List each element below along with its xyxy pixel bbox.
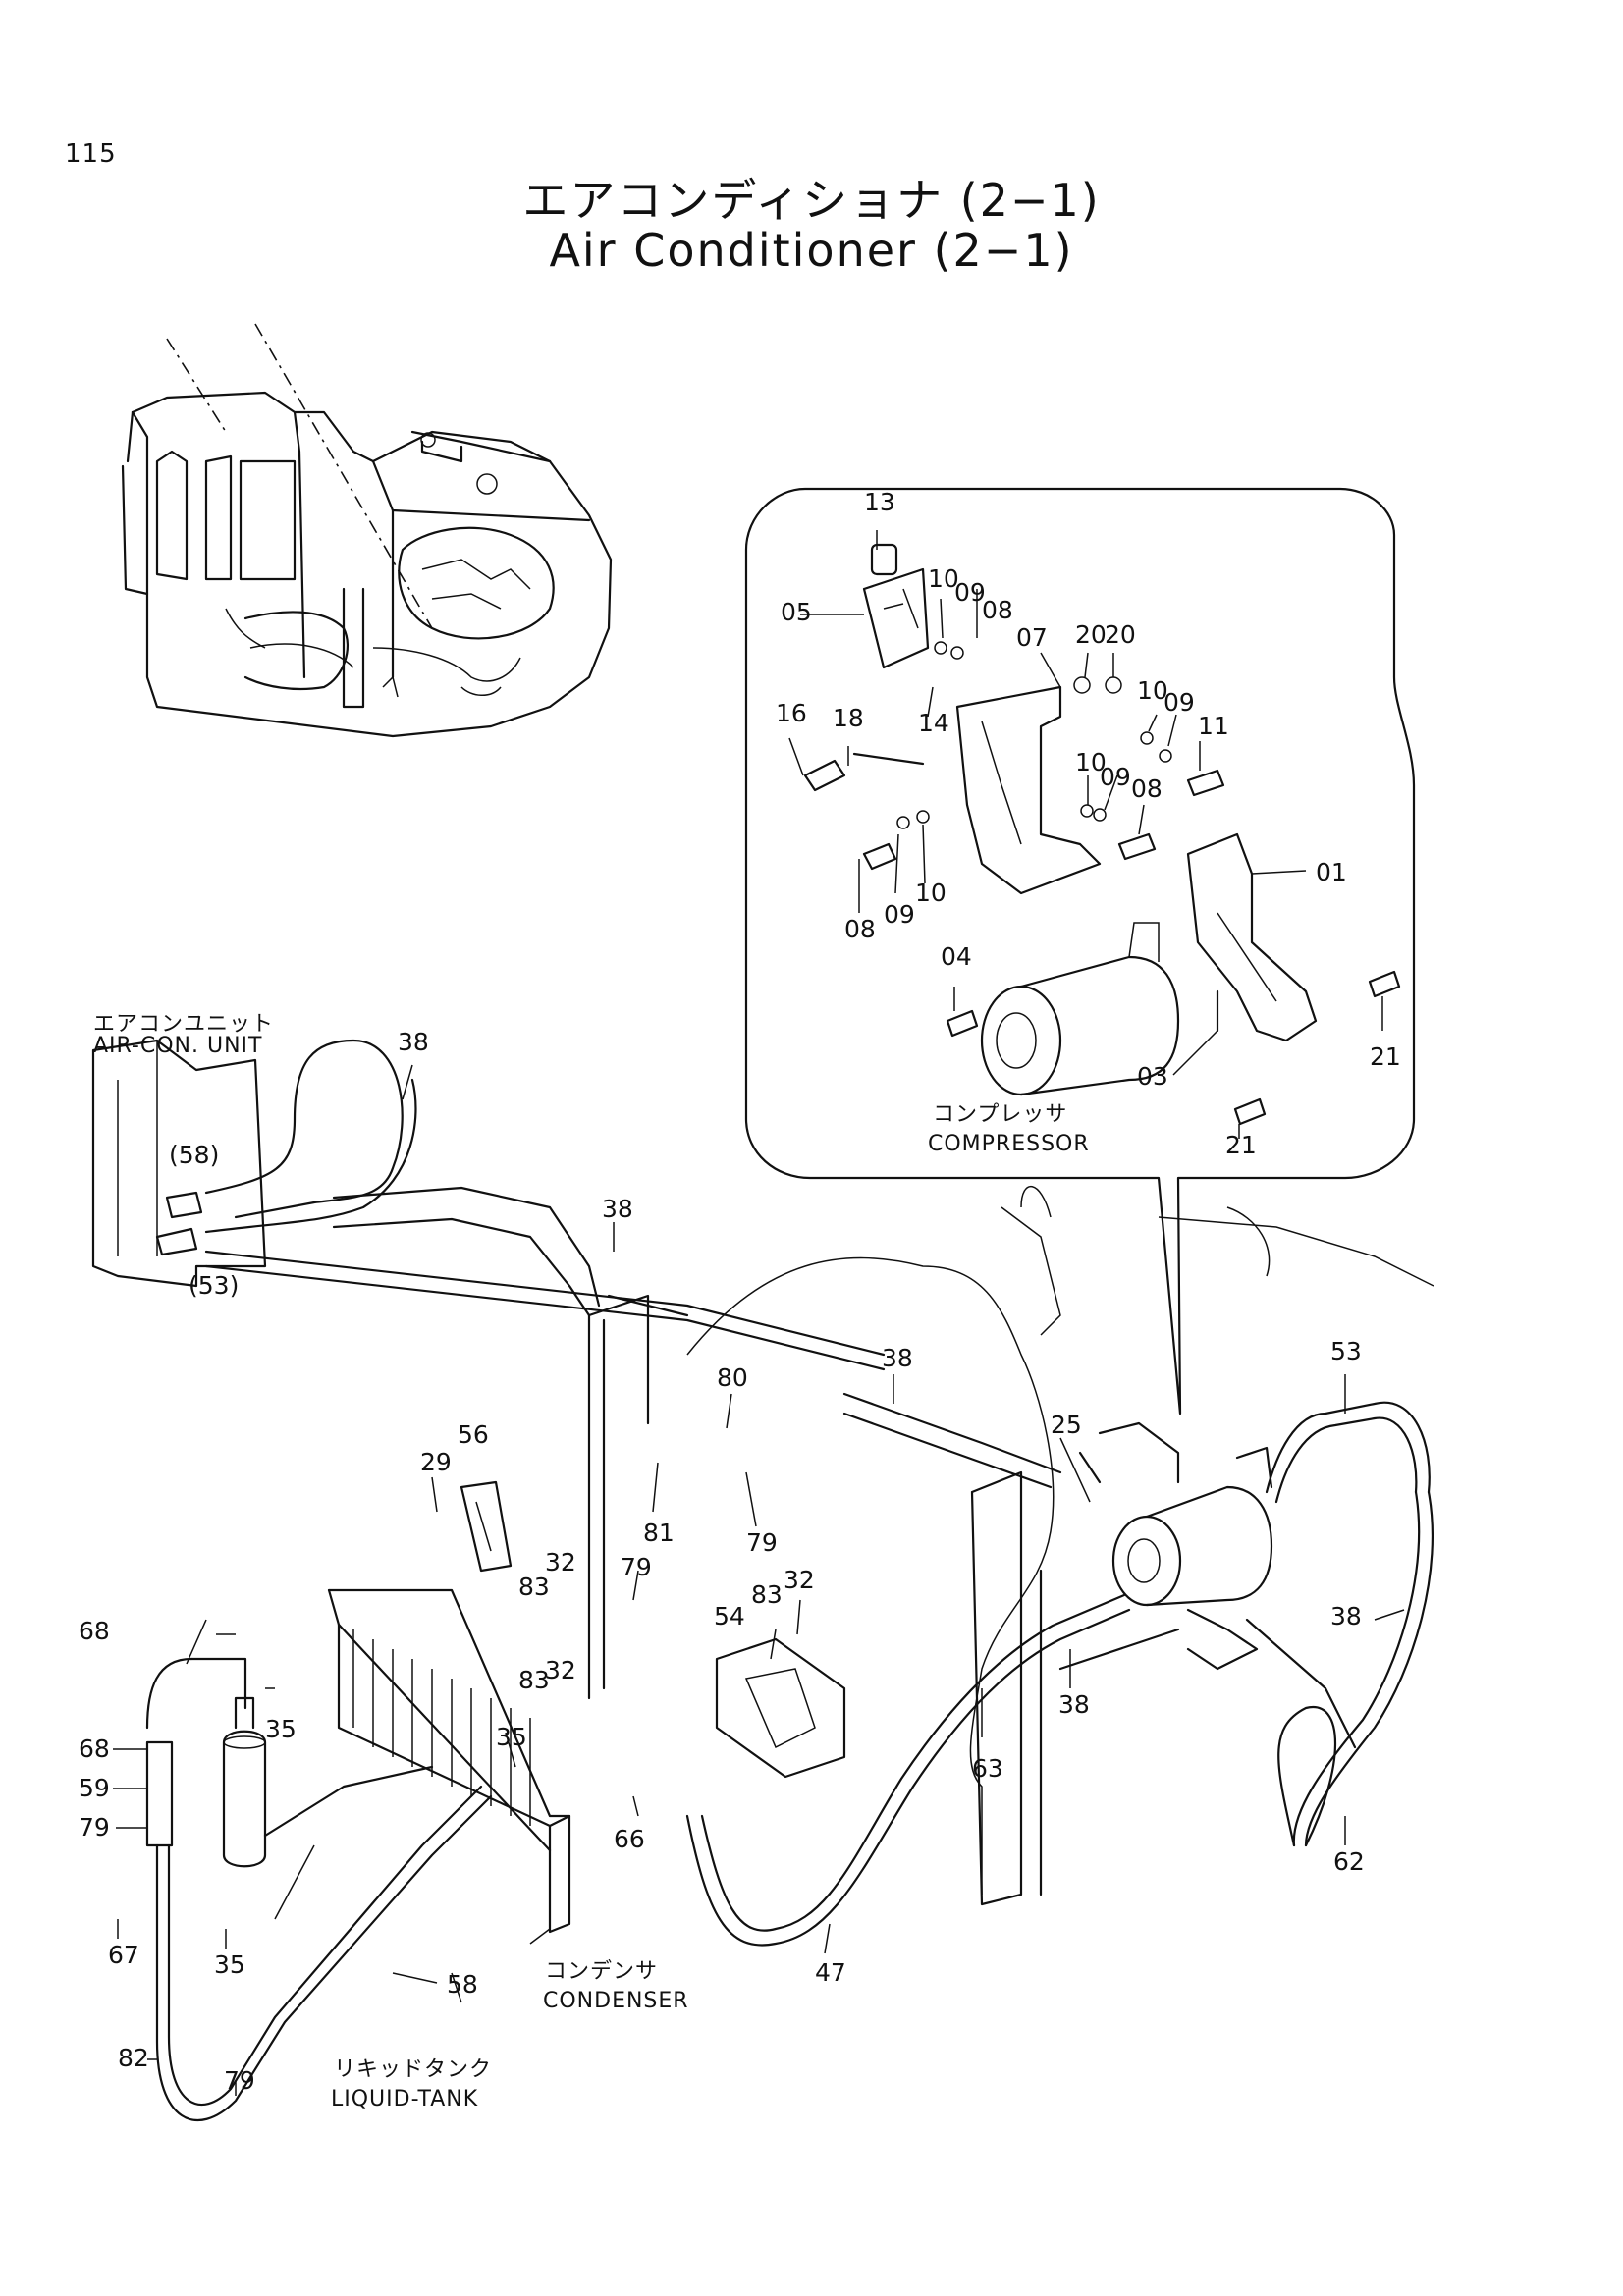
callout-79a: 79 <box>746 1528 778 1557</box>
liquid-tank <box>145 1657 493 2121</box>
callout-05: 05 <box>781 598 812 626</box>
callout-56: 56 <box>458 1420 489 1449</box>
compressor-detail-bubble <box>744 487 1416 1415</box>
callout-63: 63 <box>972 1754 1003 1783</box>
condenser-caption-en: CONDENSER <box>543 1989 689 2013</box>
callout-21b: 21 <box>1225 1131 1257 1159</box>
callout-09b: 09 <box>1163 688 1195 717</box>
callout-58: 58 <box>447 1970 478 1999</box>
callout-25: 25 <box>1051 1411 1082 1439</box>
callout-79c: 79 <box>79 1813 110 1842</box>
aircon-caption-en: AIR-CON. UNIT <box>93 1034 262 1058</box>
callout-07: 07 <box>1016 623 1048 652</box>
callout-83b: 83 <box>518 1666 550 1694</box>
callout-21a: 21 <box>1370 1042 1401 1071</box>
callout-03: 03 <box>1137 1062 1168 1091</box>
callout-38c: 38 <box>882 1344 913 1372</box>
upper-hoses <box>204 1039 1102 1489</box>
callout-54: 54 <box>714 1602 745 1630</box>
engine-outline <box>686 1186 1434 1895</box>
callout-04: 04 <box>941 942 972 971</box>
excavator-overview <box>121 323 613 738</box>
callout-82: 82 <box>118 2044 149 2072</box>
callout-67: 67 <box>108 1941 139 1969</box>
callout-47: 47 <box>815 1958 846 1987</box>
callout-68a: 68 <box>79 1617 110 1645</box>
callout-38a: 38 <box>398 1028 429 1056</box>
callout-53: 53 <box>1330 1337 1362 1365</box>
leader-lines <box>113 530 1405 2096</box>
aircon-caption-jp: エアコンユニット <box>93 1012 274 1037</box>
callout-83a: 83 <box>518 1573 550 1601</box>
callout-35a: 35 <box>265 1715 297 1743</box>
callout-38e: 38 <box>1058 1690 1090 1719</box>
compressor-caption-jp: コンプレッサ <box>933 1102 1067 1127</box>
callout-38b: 38 <box>602 1195 633 1223</box>
callout-62: 62 <box>1333 1847 1365 1876</box>
callout-09c: 09 <box>1100 763 1131 791</box>
callout-35c: 35 <box>214 1950 245 1979</box>
page-number: 115 <box>65 139 117 169</box>
condenser-assembly <box>327 1294 1043 1934</box>
callout-10: 10 <box>928 564 959 593</box>
callout-11: 11 <box>1198 712 1229 740</box>
callout-79b: 79 <box>621 1553 652 1581</box>
title-english: Air Conditioner (2−1) <box>549 224 1074 277</box>
callout-32a: 32 <box>545 1548 576 1576</box>
callout-38d: 38 <box>1330 1602 1362 1630</box>
callout-18: 18 <box>833 704 864 732</box>
callout-09: 09 <box>954 578 986 607</box>
callout-66: 66 <box>614 1825 645 1853</box>
callout-59: 59 <box>79 1774 110 1802</box>
callout-79d: 79 <box>224 2066 255 2095</box>
callout-10d: 10 <box>915 879 947 907</box>
callout-29: 29 <box>420 1448 452 1476</box>
callout-14: 14 <box>918 709 949 737</box>
callout-10c: 10 <box>1075 748 1107 776</box>
hose-47 <box>685 1593 1131 1947</box>
compressor-main <box>1058 1401 1434 1847</box>
callout-58-ref: (58) <box>169 1141 219 1169</box>
callout-08: 08 <box>982 596 1013 624</box>
callout-09d: 09 <box>884 900 915 929</box>
callout-53-ref: (53) <box>189 1271 239 1300</box>
callout-32b: 32 <box>545 1656 576 1684</box>
liquid-tank-caption-en: LIQUID-TANK <box>331 2087 478 2111</box>
callout-81: 81 <box>643 1519 675 1547</box>
callout-80: 80 <box>717 1363 748 1392</box>
liquid-tank-caption-jp: リキッドタンク <box>334 2057 492 2082</box>
callouts: 13 10 09 08 05 07 20 20 10 09 11 16 18 1… <box>79 488 1401 2095</box>
callout-68b: 68 <box>79 1735 110 1763</box>
title-japanese: エアコンディショナ (2−1) <box>522 174 1101 227</box>
aircon-unit <box>91 1039 267 1288</box>
compressor-caption-en: COMPRESSOR <box>928 1132 1090 1156</box>
callout-20a: 20 <box>1075 620 1107 649</box>
callout-83c: 83 <box>751 1580 783 1609</box>
callout-01: 01 <box>1316 858 1347 886</box>
callout-35b: 35 <box>496 1723 527 1751</box>
callout-13: 13 <box>864 488 895 516</box>
callout-16: 16 <box>776 699 807 727</box>
captions: エアコンユニット AIR-CON. UNIT コンプレッサ COMPRESSOR… <box>93 1012 1090 2111</box>
callout-10b: 10 <box>1137 676 1168 705</box>
callout-20b: 20 <box>1105 620 1136 649</box>
callout-32c: 32 <box>784 1566 815 1594</box>
callout-08c: 08 <box>844 915 876 943</box>
callout-08b: 08 <box>1131 774 1163 803</box>
condenser-caption-jp: コンデンサ <box>545 1959 658 1984</box>
